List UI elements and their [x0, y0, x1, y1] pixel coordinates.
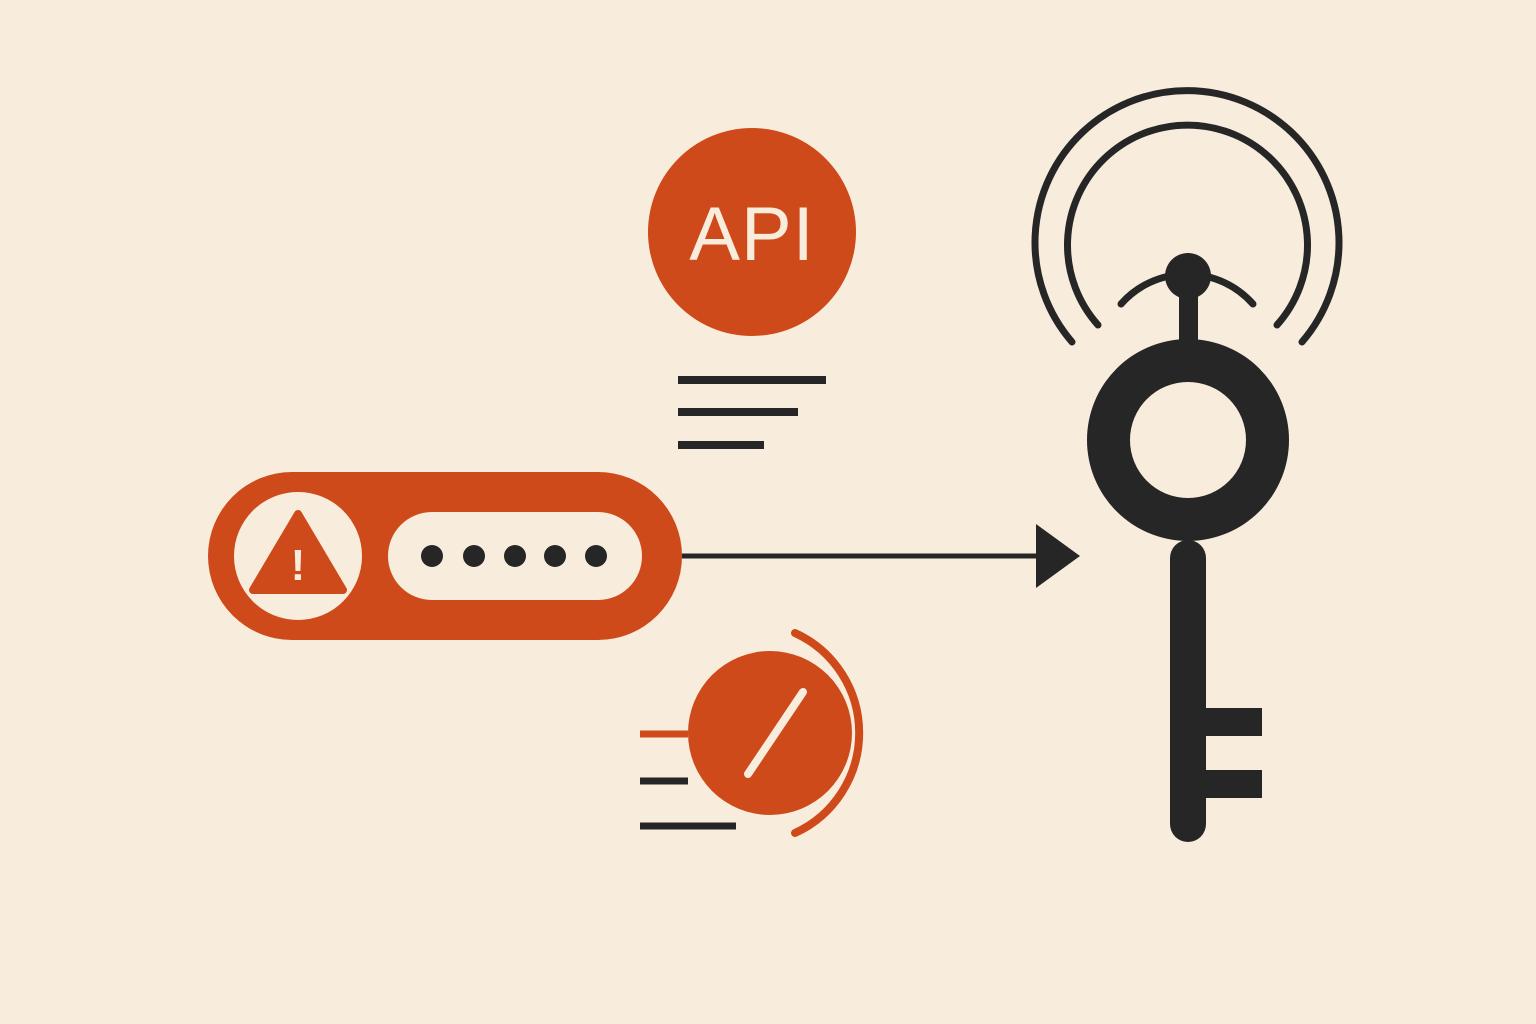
masked-dot-4: [544, 545, 566, 567]
key-tooth-upper: [1196, 708, 1262, 736]
revoke-circle: [688, 651, 852, 815]
key-shaft: [1170, 540, 1206, 842]
api-badge: API: [648, 128, 856, 336]
key-top-knob: [1165, 253, 1211, 299]
masked-dot-5: [585, 545, 607, 567]
api-text-lines: [678, 376, 826, 449]
masked-dot-1: [421, 545, 443, 567]
signal-arc-middle: [1064, 121, 1311, 329]
masked-password-icon: [421, 545, 607, 567]
arrow-right-icon: [682, 524, 1080, 588]
revoke-motion-lines: [640, 730, 736, 830]
masked-dot-2: [463, 545, 485, 567]
revoke-badge: [688, 629, 864, 837]
key-icon: [1087, 253, 1289, 842]
revoked-slash-icon: [744, 688, 807, 778]
warning-exclamation: !: [291, 541, 306, 590]
key-neck: [1179, 290, 1198, 346]
key-tooth-lower: [1196, 770, 1262, 798]
secret-field: !: [208, 472, 682, 640]
arrow-head: [1036, 524, 1080, 588]
api-badge-circle: [648, 128, 856, 336]
warning-triangle-icon: !: [249, 510, 347, 594]
masked-dot-3: [504, 545, 526, 567]
key-bow: [1087, 339, 1289, 541]
api-badge-label: API: [689, 192, 815, 277]
revoke-motion-arc: [791, 629, 864, 837]
signal-arc-outer: [1031, 87, 1343, 346]
